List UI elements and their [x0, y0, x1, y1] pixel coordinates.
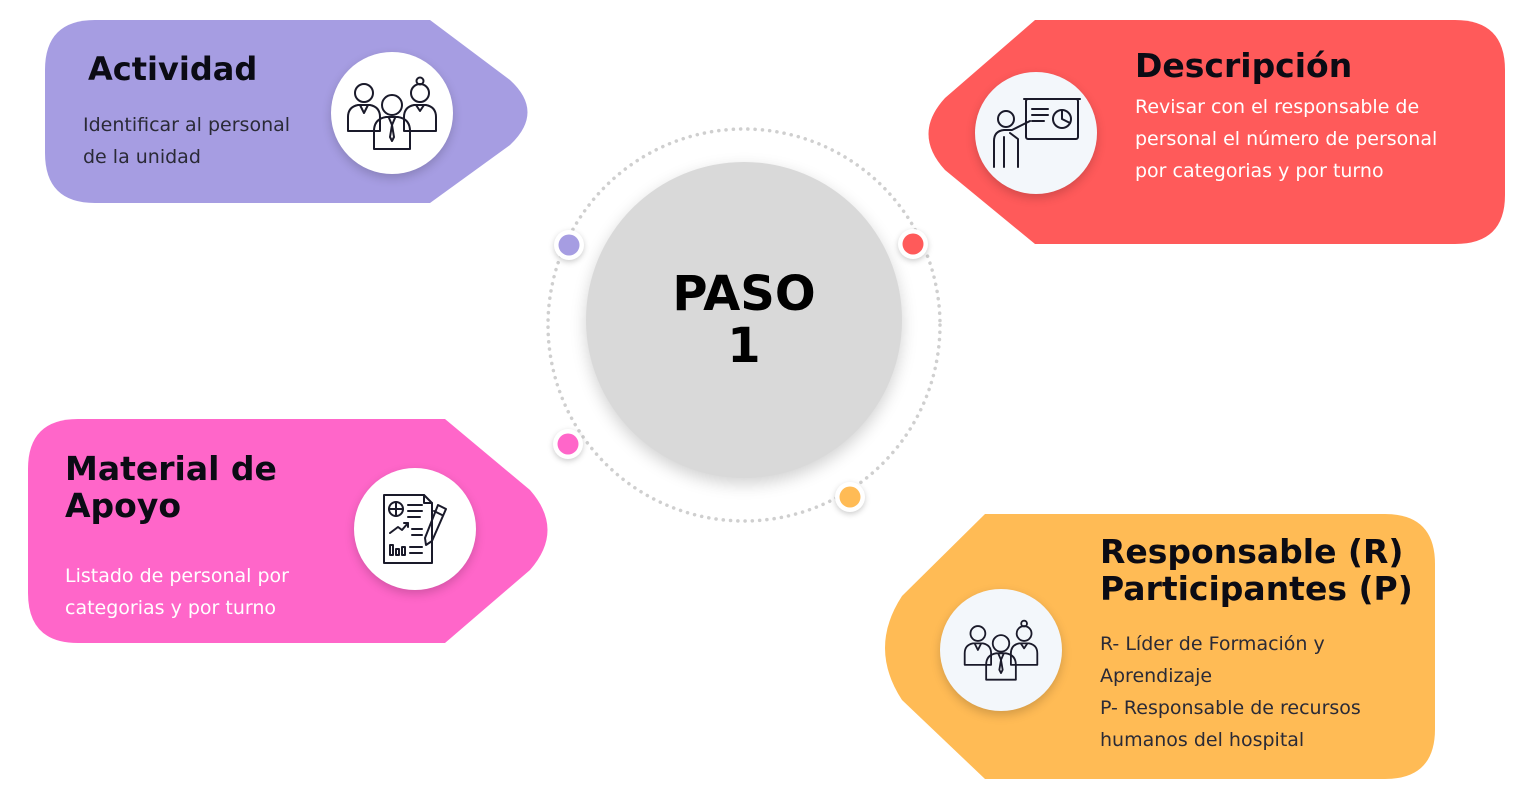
actividad-line: de la unidad	[83, 146, 201, 168]
dot-actividad	[554, 230, 584, 260]
responsable-title: Responsable (R) Participantes (P)	[1100, 532, 1413, 608]
descripcion-icon-badge	[975, 72, 1097, 194]
actividad-text: Identificar al personal de la unidad	[83, 109, 290, 173]
responsable-line: humanos del hospital	[1100, 729, 1305, 751]
responsable-line: R- Líder de Formación y	[1100, 633, 1325, 655]
actividad-icon-badge	[331, 52, 453, 174]
responsable-line: P- Responsable de recursos	[1100, 697, 1361, 719]
material-line: categorias y por turno	[65, 597, 277, 619]
descripcion-card	[928, 20, 1505, 244]
material-title-line: Apoyo	[65, 485, 182, 525]
descripcion-text: Revisar con el responsable de personal e…	[1135, 91, 1437, 187]
material-icon-badge	[354, 468, 476, 590]
dot-descripcion	[898, 229, 928, 259]
actividad-title: Actividad	[88, 50, 258, 88]
presentation-icon	[993, 98, 1081, 168]
team-icon	[347, 76, 437, 150]
center-title-line2: 1	[727, 318, 761, 374]
actividad-line: Identificar al personal	[83, 114, 291, 136]
responsable-text: R- Líder de Formación y Aprendizaje P- R…	[1100, 628, 1361, 756]
material-title-line: Material de	[65, 449, 277, 488]
responsable-icon-badge	[940, 589, 1062, 711]
responsable-line: Aprendizaje	[1100, 665, 1213, 687]
descripcion-line: por categorias y por turno	[1135, 160, 1384, 182]
descripcion-line: Revisar con el responsable de	[1135, 96, 1420, 118]
responsable-title-line: Responsable (R)	[1100, 532, 1404, 571]
report-document-icon	[383, 494, 447, 564]
dot-responsable	[835, 482, 865, 512]
team-icon	[963, 619, 1039, 681]
responsable-card	[885, 514, 1435, 779]
material-text: Listado de personal por categorias y por…	[65, 560, 289, 624]
center-circle: PASO 1	[586, 162, 902, 478]
material-line: Listado de personal por	[65, 565, 289, 587]
descripcion-title: Descripción	[1135, 46, 1353, 85]
responsable-title-line: Participantes (P)	[1100, 568, 1413, 608]
orbit-ring	[546, 127, 942, 523]
center-title-line1: PASO	[672, 266, 816, 322]
dot-material	[553, 429, 583, 459]
material-title: Material de Apoyo	[65, 449, 277, 525]
descripcion-line: personal el número de personal	[1135, 128, 1438, 150]
